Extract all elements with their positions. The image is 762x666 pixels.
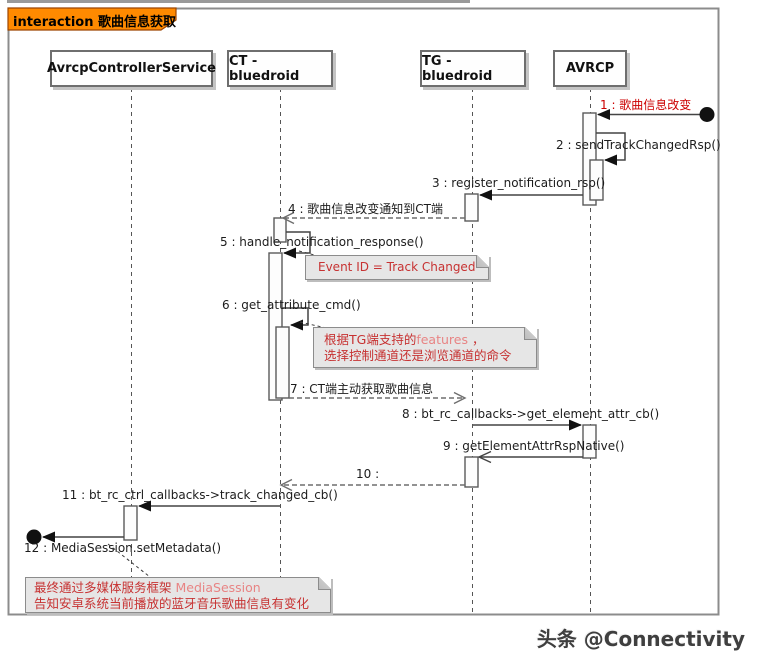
message-11-arrow [138,500,280,512]
arrowhead [597,109,610,120]
activation-ct-nested [275,326,290,399]
arrowhead [479,189,492,201]
arrowhead [604,154,617,166]
note-text-highlight: MediaSession [175,580,261,595]
message-8-label: 8 : bt_rc_callbacks->get_element_attr_cb… [402,407,660,421]
participant-avrcpcontrollerservice: AvrcpControllerService [47,50,216,87]
message-6-arrow [282,307,309,331]
note-line-2: 告知安卓系统当前播放的蓝牙音乐歌曲信息有变化 [34,595,310,611]
found-message-circle [699,107,715,122]
message-4-arrow [281,211,465,225]
message-11-label: 11 : bt_rc_ctrl_callbacks->track_changed… [62,488,338,502]
message-10-arrow [279,478,465,492]
arrowhead-open [281,211,295,225]
arrowhead-open [279,478,293,492]
message-7-label: 7 : CT端主动获取歌曲信息 [290,382,434,396]
arrowhead-open [453,391,467,405]
note-text: 根据TG端支持的 [324,332,417,347]
participant-label: AvrcpControllerService [47,61,216,76]
top-edge-artifact [7,0,470,3]
note-features: 根据TG端支持的features ， 选择控制通道还是浏览通道的命令 [313,327,537,368]
frame-title-tab [7,7,177,31]
message-2-arrow [596,132,626,166]
arrowhead-open [477,450,492,464]
message-9-label: 9 : getElementAttrRspNative() [443,439,625,453]
message-6-label: 6 : get_attribute_cmd() [222,298,361,312]
participant-label: TG - bluedroid [422,53,493,84]
message-3-arrow [479,189,583,201]
watermark: 头条 @Connectivity [536,627,745,651]
arrowhead [290,319,303,331]
note-media-session: 最终通过多媒体服务框架 MediaSession 告知安卓系统当前播放的蓝牙音乐… [25,577,331,613]
activation-ct-msg4 [273,217,287,243]
note-text: ， [467,332,485,347]
participant-label: CT - bluedroid [229,53,300,84]
note-text-highlight: features [416,332,468,347]
activation-tg-msg3 [464,193,479,222]
note-line-2: 选择控制通道还是浏览通道的命令 [324,348,512,363]
arrowhead [283,247,296,259]
activation-avrcp-nested [589,159,604,201]
activation-avrcp-msg8 [582,424,597,459]
participant-ct-bluedroid: CT - bluedroid [227,50,333,87]
note-line-1: 最终通过多媒体服务框架 MediaSession [34,580,330,596]
message-2-label: 2 : sendTrackChangedRsp() [556,138,721,152]
message-9-arrow [477,450,583,464]
message-4-label: 4 : 歌曲信息改变通知到CT端 [288,202,444,216]
message-5-arrow [283,231,311,259]
participant-avrcp: AVRCP [553,50,627,87]
diagram-frame [7,7,720,616]
participant-tg-bluedroid: TG - bluedroid [420,50,526,87]
arrowhead [138,500,151,512]
activation-acs-msg11 [123,505,138,541]
participant-label: AVRCP [565,61,615,76]
arrowhead [569,419,582,431]
note-text: Event ID = Track Changed [318,260,476,274]
activation-bars [123,112,604,541]
message-12-arrow [26,529,124,545]
activation-tg-msg9 [464,456,479,488]
frame-title: interaction 歌曲信息获取 [13,15,177,30]
message-7-arrow [289,391,467,405]
anchor-note-media [107,543,151,578]
note-fold-icon [318,577,331,590]
message-1-arrow [597,107,715,122]
message-3-label: 3 : register_notification_rsp() [432,176,606,190]
message-1-label: 1 : 歌曲信息改变 [600,98,692,112]
message-5-label: 5 : handle_notification_response() [220,235,424,249]
message-10-label: 10 : [356,467,380,481]
note-text: 最终通过多媒体服务框架 [34,580,176,595]
note-fold-icon [524,327,537,340]
note-line-1: 根据TG端支持的features ， [324,332,536,348]
message-12-label: 12 : MediaSession.setMetadata() [24,541,222,555]
lost-message-circle [26,529,42,545]
note-fold-icon [476,255,489,268]
message-8-arrow [473,419,582,431]
arrowhead [42,531,55,543]
note-event-id: Event ID = Track Changed [305,255,489,280]
